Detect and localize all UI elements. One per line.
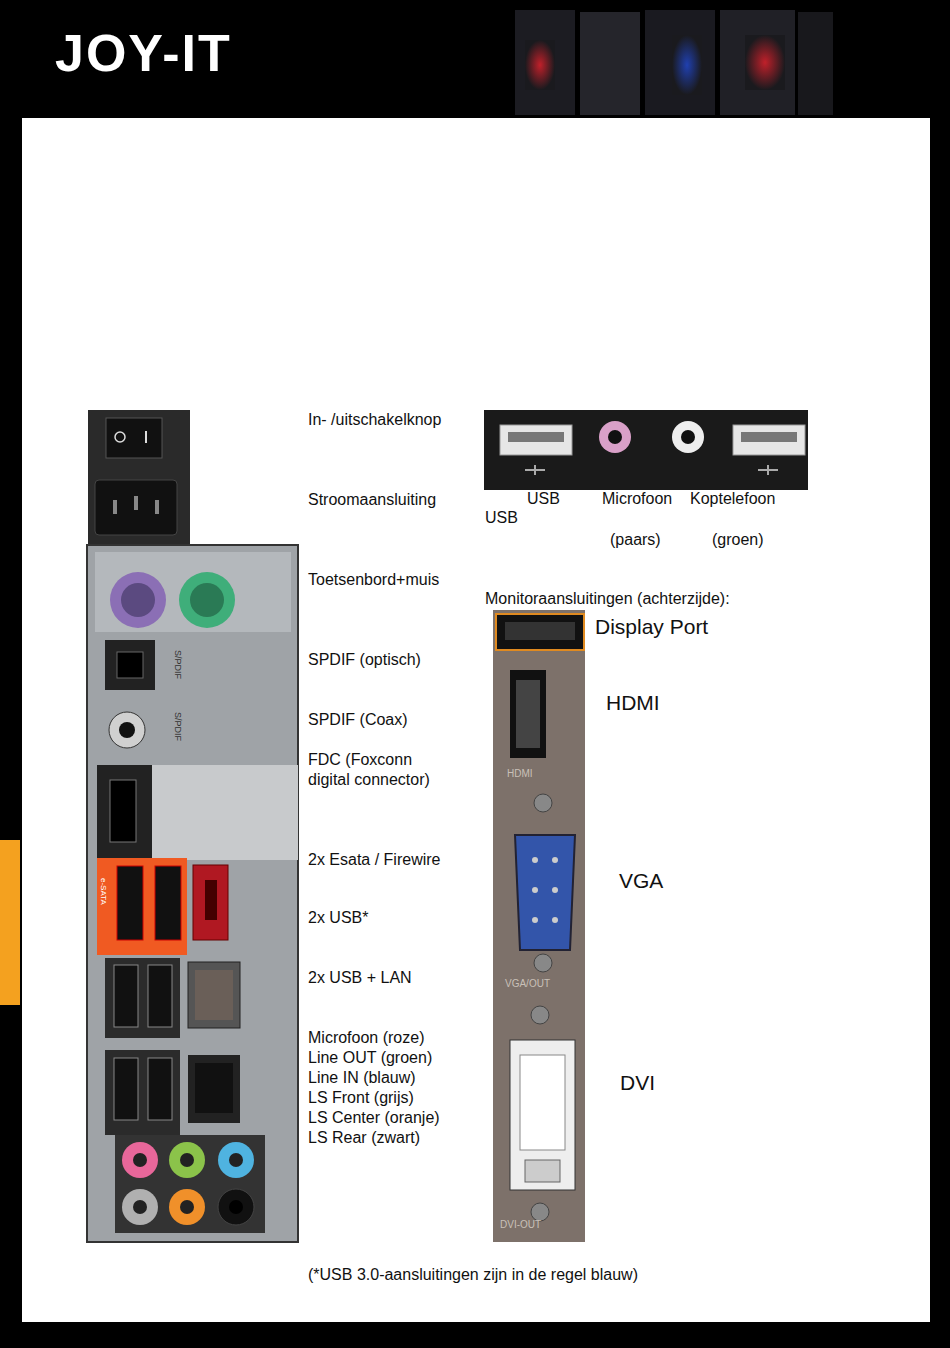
header-cases <box>515 10 833 115</box>
connector-label: Line OUT (groen) <box>308 1048 432 1068</box>
page-panel <box>22 118 930 1322</box>
rear-panel <box>87 410 298 1242</box>
connector-label: Stroomaansluiting <box>308 490 436 510</box>
side-tab <box>0 840 20 1005</box>
panel-marking: S/PDIF <box>172 712 183 741</box>
connector-label: LS Rear (zwart) <box>308 1128 420 1148</box>
panel-marking: S/PDIF <box>172 650 183 679</box>
connector-label: Toetsenbord+muis <box>308 570 439 590</box>
connector-label: 2x USB* <box>308 908 368 928</box>
connector-label: USB <box>527 489 560 509</box>
panel-marking: DVI-OUT <box>500 1219 541 1231</box>
connector-label: USB <box>485 508 518 528</box>
connector-label: 2x Esata / Firewire <box>308 850 440 870</box>
graphics-card-bracket <box>493 610 585 1242</box>
panel-marking: VGA/OUT <box>505 978 550 990</box>
front-panel-photo <box>484 410 808 490</box>
connector-label: (paars) <box>610 530 661 550</box>
connector-label: VGA <box>619 868 663 893</box>
connector-label: LS Front (grijs) <box>308 1088 414 1108</box>
connector-label: FDC (Foxconn digital connector) <box>308 750 448 790</box>
connector-label: DVI <box>620 1070 655 1095</box>
connector-label: Microfoon <box>602 489 672 509</box>
connector-label: Line IN (blauw) <box>308 1068 416 1088</box>
connector-label: 2x USB + LAN <box>308 968 412 988</box>
brand-logo: JOY-IT <box>55 22 232 84</box>
panel-marking: HDMI <box>507 768 533 780</box>
connector-label: SPDIF (Coax) <box>308 710 408 730</box>
connector-label: (groen) <box>712 530 764 550</box>
connector-label: SPDIF (optisch) <box>308 650 421 670</box>
connector-label: Display Port <box>595 614 708 639</box>
connector-label: In- /uitschakelknop <box>308 410 441 430</box>
connector-label: LS Center (oranje) <box>308 1108 440 1128</box>
connector-label: Monitoraansluitingen (achterzijde): <box>485 589 730 609</box>
panel-marking: e-SATA <box>98 878 108 905</box>
connector-label: Microfoon (roze) <box>308 1028 424 1048</box>
footnote-caption: (*USB 3.0-aansluitingen zijn in de regel… <box>308 1265 638 1285</box>
connector-label: Koptelefoon <box>690 489 775 509</box>
connector-label: HDMI <box>606 690 660 715</box>
